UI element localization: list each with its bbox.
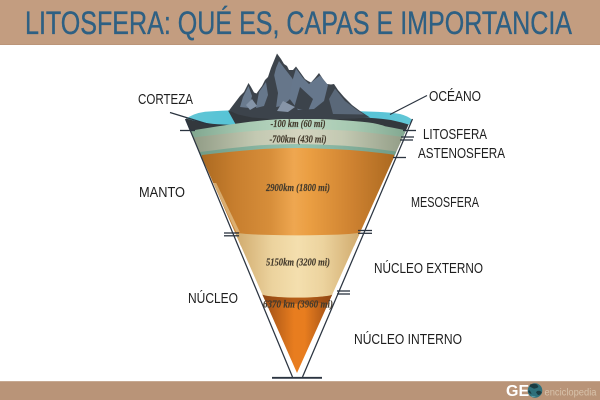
svg-text:-700km (430 mi): -700km (430 mi) xyxy=(270,135,327,146)
svg-text:LITOSFERA: LITOSFERA xyxy=(423,127,487,143)
svg-text:5150km (3200 mi): 5150km (3200 mi) xyxy=(266,258,330,269)
svg-text:OCÉANO: OCÉANO xyxy=(429,88,481,105)
svg-text:enciclopedia: enciclopedia xyxy=(545,388,597,399)
svg-text:2900km (1800 mi): 2900km (1800 mi) xyxy=(265,183,330,194)
svg-text:GE: GE xyxy=(506,383,529,400)
svg-text:NÚCLEO INTERNO: NÚCLEO INTERNO xyxy=(354,331,462,348)
svg-text:-100 km (60 mi): -100 km (60 mi) xyxy=(271,119,326,130)
svg-text:CORTEZA: CORTEZA xyxy=(138,92,193,108)
svg-text:6370 km (3960 mi): 6370 km (3960 mi) xyxy=(263,300,333,311)
svg-text:NÚCLEO: NÚCLEO xyxy=(188,290,238,307)
svg-text:NÚCLEO EXTERNO: NÚCLEO EXTERNO xyxy=(374,260,483,277)
svg-text:LITOSFERA: QUÉ ES, CAPAS E IMP: LITOSFERA: QUÉ ES, CAPAS E IMPORTANCIA xyxy=(25,5,573,41)
svg-text:MANTO: MANTO xyxy=(139,185,185,201)
svg-text:MESOSFERA: MESOSFERA xyxy=(411,195,479,211)
svg-text:ASTENOSFERA: ASTENOSFERA xyxy=(418,146,505,162)
